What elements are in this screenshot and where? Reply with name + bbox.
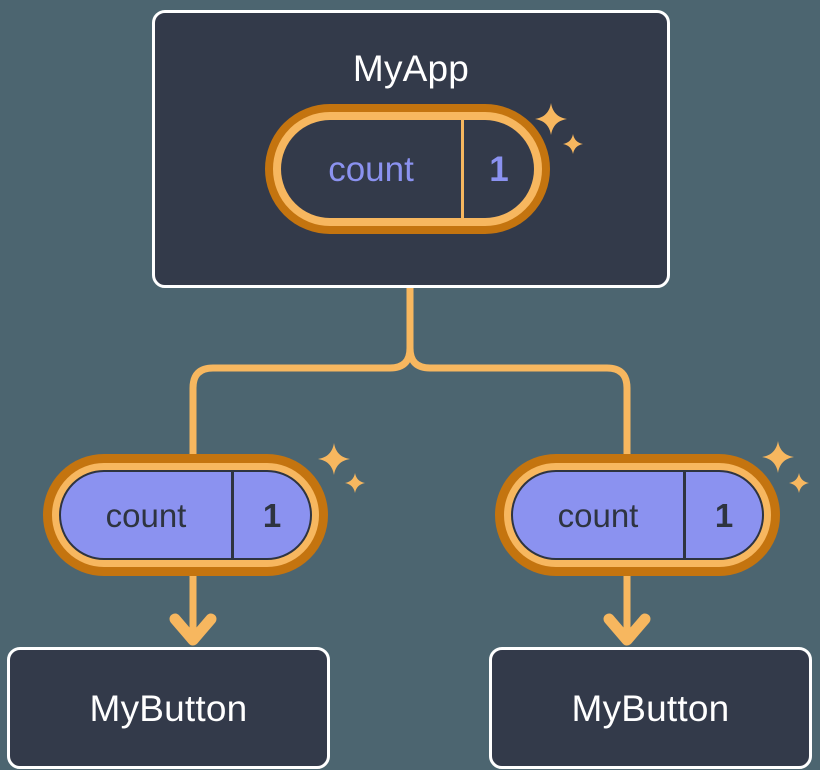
state-pill-body: count 1 — [59, 470, 312, 560]
state-pill-body: count 1 — [511, 470, 764, 560]
mybutton-left-title: MyButton — [89, 687, 248, 729]
state-value-label: 1 — [683, 472, 762, 558]
sparkle-four-point-icon — [317, 442, 351, 476]
state-key-label: count — [557, 496, 639, 534]
mybutton-right[interactable]: MyButton — [489, 647, 812, 769]
state-value-label: 1 — [461, 120, 534, 218]
mybutton-right-title: MyButton — [571, 687, 730, 729]
state-pill-ring: count 1 — [495, 454, 780, 576]
state-pill-body: count 1 — [281, 120, 534, 218]
state-pill-myapp[interactable]: count 1 — [265, 103, 583, 234]
myapp-component[interactable]: MyApp — [152, 10, 670, 288]
connector-root-to-left — [189, 284, 414, 458]
sparkle-four-point-icon — [761, 440, 795, 474]
sparkle-four-point-small-icon — [788, 472, 810, 494]
state-pill-left[interactable]: count 1 — [43, 443, 365, 576]
state-pill-ring: count 1 — [43, 454, 328, 576]
state-pill-right[interactable]: count 1 — [495, 441, 809, 576]
state-key-label: count — [105, 496, 187, 534]
arrow-down-icon-right — [603, 572, 651, 646]
page-title: MyApp — [352, 48, 470, 89]
state-pill-ring: count 1 — [265, 104, 550, 234]
connector-root-to-right — [406, 284, 631, 458]
state-value-label: 1 — [231, 472, 310, 558]
state-key-label: count — [328, 149, 414, 189]
mybutton-left[interactable]: MyButton — [7, 647, 330, 769]
arrow-down-icon-left — [169, 572, 217, 646]
sparkle-four-point-small-icon — [344, 472, 366, 494]
